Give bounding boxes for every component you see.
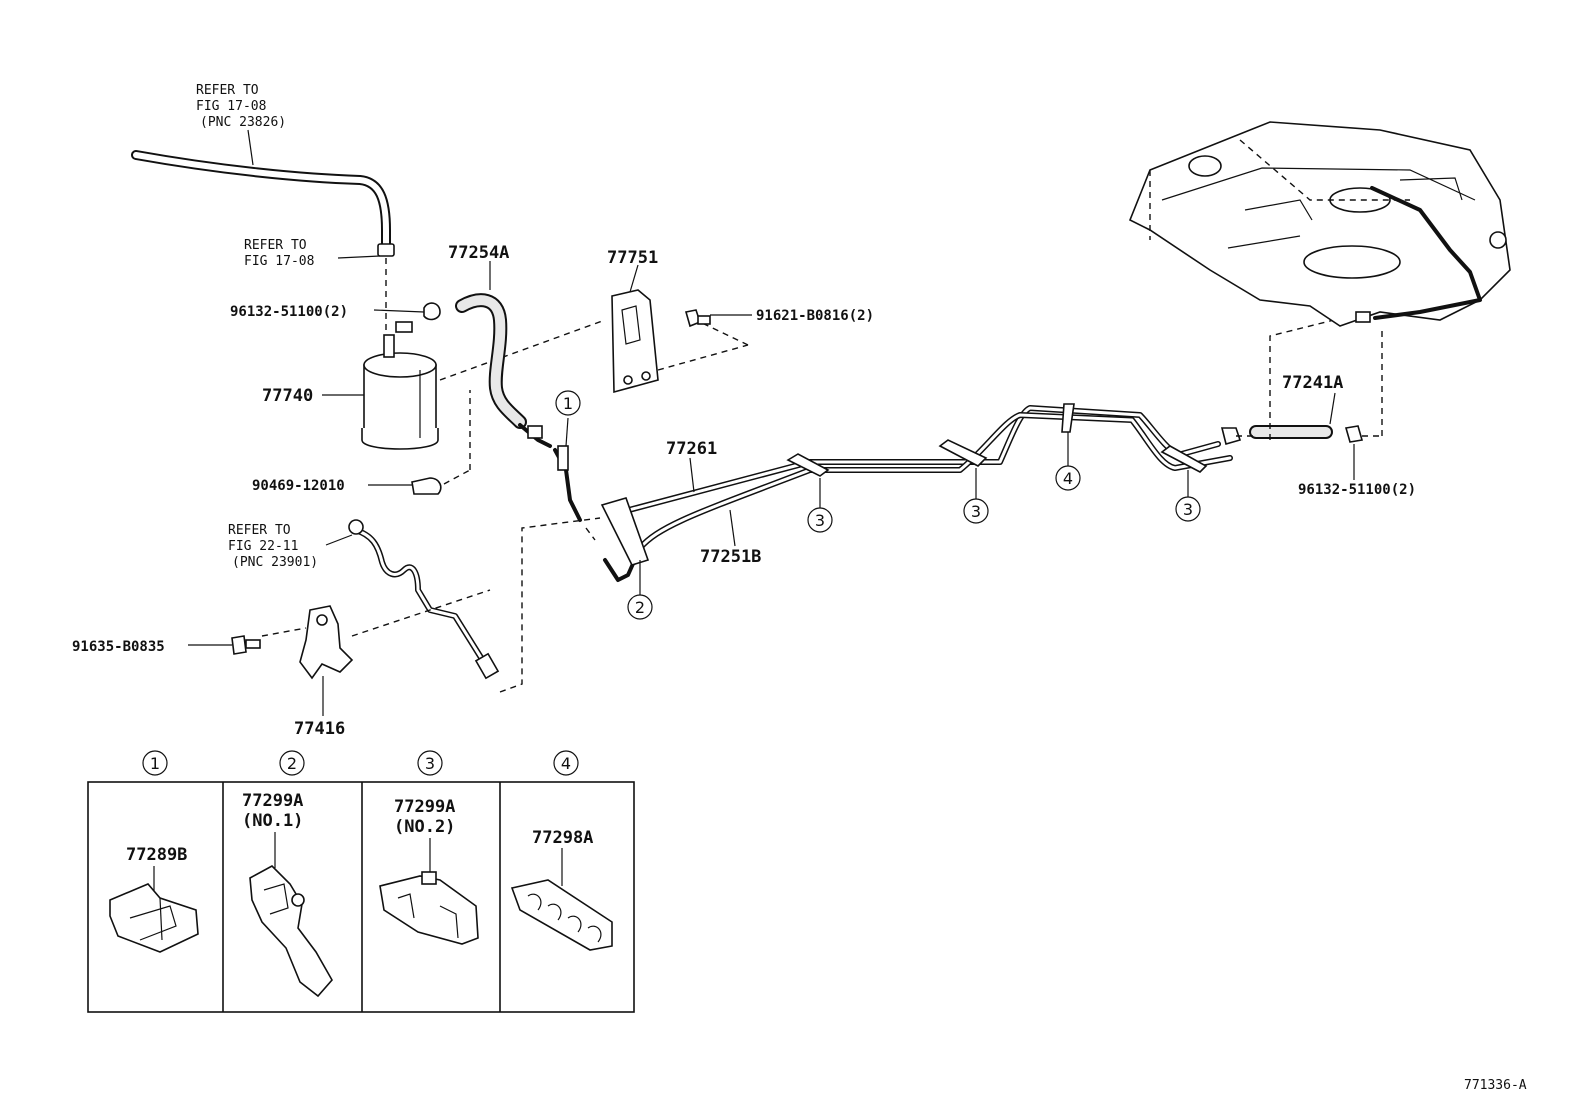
- label-96132-51100-top: 96132-51100(2): [230, 304, 348, 320]
- svg-text:1: 1: [563, 394, 573, 413]
- refer-note-1: REFER TO FIG 17-08 (PNC 23826): [196, 83, 286, 166]
- clip-table-frame: [87, 781, 635, 1013]
- clip-77289b: [109, 883, 199, 953]
- clip-cell-3-part: 77299A: [394, 797, 455, 817]
- clip-cell-2-part: 77299A: [242, 791, 303, 811]
- evap-pipe-left: [348, 519, 500, 680]
- refer-note-2-line1: REFER TO: [244, 238, 307, 253]
- label-90469-12010: 90469-12010: [252, 478, 345, 494]
- clip-table-header-4: 4: [553, 750, 579, 776]
- label-77241a: 77241A: [1282, 373, 1343, 393]
- clip-table: 1 2 3 4 77289B 77299A (NO.1): [87, 750, 635, 1013]
- svg-text:4: 4: [561, 754, 571, 773]
- label-77261: 77261: [666, 439, 717, 459]
- label-77254a: 77254A: [448, 243, 509, 263]
- callout-3a: 3: [807, 507, 833, 533]
- fuel-line-77261: [607, 405, 1221, 518]
- callout-4: 4: [1055, 465, 1081, 491]
- clip-markers: [600, 403, 1208, 566]
- callout-2: 2: [627, 594, 653, 620]
- refer-note-3: REFER TO FIG 22-11 (PNC 23901): [228, 523, 353, 570]
- refer-note-1-line3: (PNC 23826): [200, 115, 286, 130]
- clip-cell-1-part: 77289B: [126, 845, 187, 865]
- clamp-96132-top: [423, 302, 441, 321]
- charcoal-canister: [361, 258, 439, 450]
- label-77416: 77416: [294, 719, 345, 739]
- svg-text:1: 1: [150, 754, 160, 773]
- clip-77299a-no1: [249, 865, 333, 998]
- callout-1: 1: [555, 390, 581, 416]
- callout-3b: 3: [963, 498, 989, 524]
- refer-note-2: REFER TO FIG 17-08: [244, 238, 381, 269]
- bolt-91635: [231, 635, 261, 655]
- label-91621-b0816: 91621-B0816(2): [756, 308, 874, 324]
- callout-3c: 3: [1175, 496, 1201, 522]
- connector-90469: [411, 319, 606, 495]
- bracket-77751: [611, 289, 749, 394]
- vent-hose: [131, 150, 395, 257]
- svg-text:3: 3: [971, 502, 981, 521]
- svg-text:2: 2: [635, 598, 645, 617]
- leader-lines: [188, 261, 1355, 716]
- svg-text:3: 3: [425, 754, 435, 773]
- figure-id: 771336-A: [1464, 1078, 1527, 1093]
- refer-note-1-line1: REFER TO: [196, 83, 259, 98]
- label-91635-b0835: 91635-B0835: [72, 639, 165, 655]
- clip-cell-4-part: 77298A: [532, 828, 593, 848]
- svg-text:3: 3: [815, 511, 825, 530]
- clip-77298a: [510, 879, 613, 951]
- clip-1-line: [553, 445, 596, 541]
- bolt-91621: [684, 309, 711, 328]
- hose-77241a: [1220, 315, 1383, 445]
- clip-cell-3-note: (NO.2): [394, 817, 455, 837]
- refer-note-2-line2: FIG 17-08: [244, 254, 314, 269]
- refer-note-1-line2: FIG 17-08: [196, 99, 266, 114]
- label-77751: 77751: [607, 248, 658, 268]
- clip-77299a-no2: [379, 871, 479, 945]
- label-96132-51100-right: 96132-51100(2): [1298, 482, 1416, 498]
- clip-table-header-3: 3: [417, 750, 443, 776]
- svg-text:2: 2: [287, 754, 297, 773]
- clip-table-header-1: 1: [142, 750, 168, 776]
- hose-77254a: [455, 293, 552, 448]
- refer-note-3-line2: FIG 22-11: [228, 539, 298, 554]
- clip-table-header-2: 2: [279, 750, 305, 776]
- clip-cell-2-note: (NO.1): [242, 811, 303, 831]
- svg-text:3: 3: [1183, 500, 1193, 519]
- refer-note-3-line1: REFER TO: [228, 523, 291, 538]
- fuel-tank: [1128, 121, 1511, 327]
- bracket-77416: [261, 517, 601, 693]
- refer-note-3-line3: (PNC 23901): [232, 555, 318, 570]
- label-77740: 77740: [262, 386, 313, 406]
- label-77251b: 77251B: [700, 547, 761, 567]
- svg-text:4: 4: [1063, 469, 1073, 488]
